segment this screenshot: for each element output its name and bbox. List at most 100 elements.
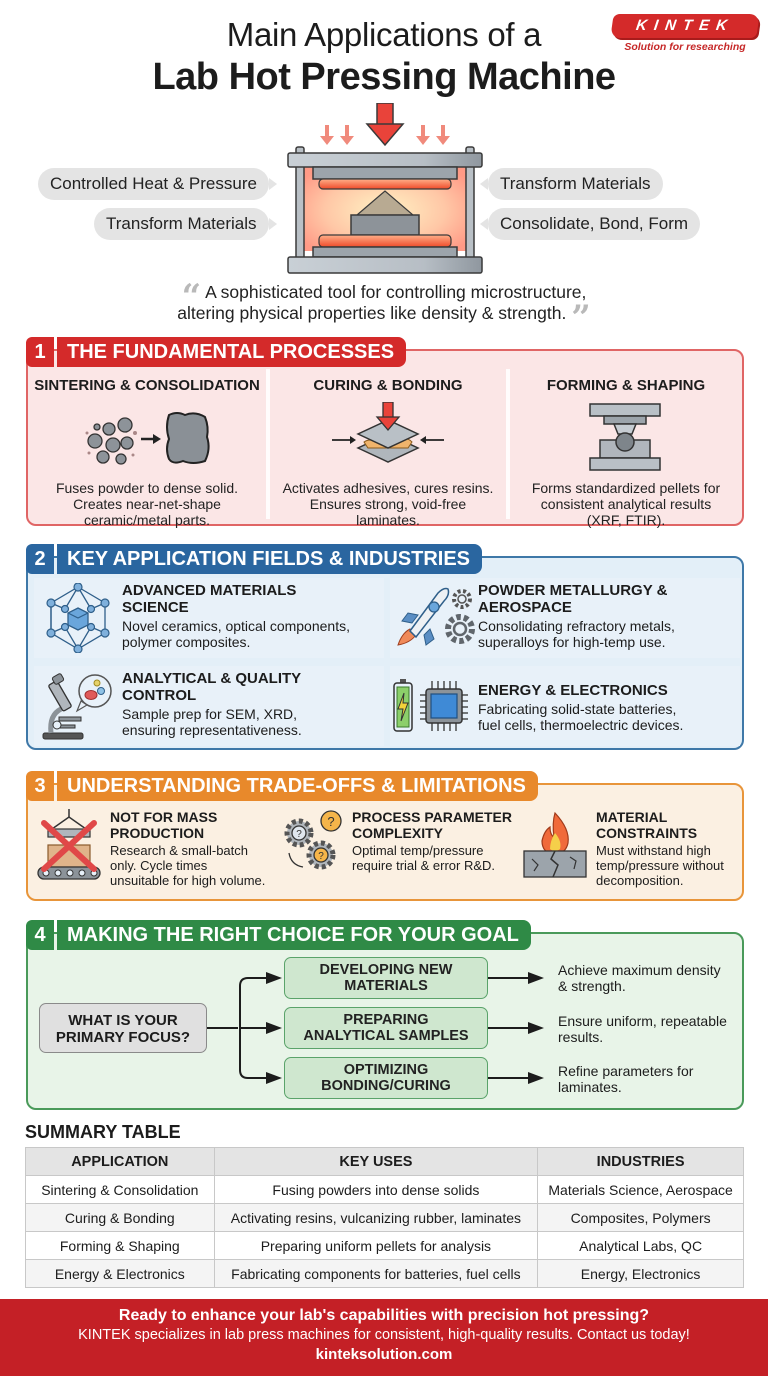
decision-flow-arrows (207, 972, 544, 1084)
section-header: 2 KEY APPLICATION FIELDS & INDUSTRIES (26, 544, 482, 576)
quote-close-icon: ” (571, 298, 591, 338)
field-title: ADVANCED MATERIALS SCIENCE (122, 582, 297, 616)
powder-to-solid-icon (28, 402, 266, 472)
field-desc: Consolidating refractory metals, superal… (478, 618, 675, 650)
table-row: Sintering & Consolidation Fusing powders… (25, 1175, 744, 1204)
limitation-text: MATERIAL CONSTRAINTS Must withstand high… (590, 809, 724, 888)
process-desc: Fuses powder to dense solid. Creates nea… (55, 480, 239, 528)
limitation-title: NOT FOR MASS PRODUCTION (110, 809, 218, 841)
table-row: Curing & Bonding Activating resins, vulc… (25, 1203, 744, 1232)
limitation-process-complexity: ? ? ? PROCESS PARAMETER COMPLEXITY Optim… (278, 809, 518, 875)
column-divider (506, 369, 510, 519)
summary-table-title: SUMMARY TABLE (25, 1122, 181, 1142)
primary-focus-question: WHAT IS YOUR PRIMARY FOCUS? (39, 1003, 207, 1053)
section-title: THE FUNDAMENTAL PROCESSES (57, 337, 407, 367)
option-developing-new-materials: DEVELOPING NEW MATERIALS (284, 957, 488, 999)
table-cell: Fabricating components for batteries, fu… (213, 1259, 539, 1288)
limitation-text: NOT FOR MASS PRODUCTION Research & small… (104, 809, 265, 888)
battery-chip-icon (390, 666, 478, 746)
field-title: ENERGY & ELECTRONICS (478, 682, 668, 699)
microscope-icon (34, 666, 122, 746)
table-cell: Energy, Electronics (537, 1259, 744, 1288)
section-header: 4 MAKING THE RIGHT CHOICE FOR YOUR GOAL (26, 920, 531, 952)
svg-text:?: ? (296, 829, 302, 840)
field-advanced-materials: ADVANCED MATERIALS SCIENCE Novel ceramic… (34, 578, 384, 658)
gears-question-icon: ? ? ? (278, 809, 348, 875)
rocket-gears-icon (390, 578, 478, 658)
cta-footer: Ready to enhance your lab's capabilities… (0, 1299, 768, 1376)
logo-tagline: Solution for researching (624, 41, 746, 53)
table-cell: Energy & Electronics (25, 1259, 215, 1288)
limitation-text: PROCESS PARAMETER COMPLEXITY Optimal tem… (348, 809, 512, 875)
website-link[interactable]: kinteksolution.com (315, 1346, 453, 1363)
section-number: 3 (26, 771, 54, 801)
column-header: INDUSTRIES (537, 1147, 744, 1176)
fire-crack-icon (520, 809, 590, 888)
svg-text:?: ? (327, 814, 334, 829)
field-desc: Sample prep for SEM, XRD, ensuring repre… (122, 706, 302, 738)
table-cell: Fusing powders into dense solids (213, 1175, 539, 1204)
field-energy-electronics: ENERGY & ELECTRONICS Fabricating solid-s… (390, 666, 740, 746)
limitation-mass-production: NOT FOR MASS PRODUCTION Research & small… (34, 809, 274, 888)
section-tradeoffs: 3 UNDERSTANDING TRADE-OFFS & LIMITATIONS… (26, 771, 744, 901)
no-conveyor-icon (34, 809, 104, 888)
summary-table: APPLICATION KEY USES INDUSTRIES Sinterin… (25, 1147, 744, 1288)
section-number: 2 (26, 544, 54, 574)
table-cell: Composites, Polymers (537, 1203, 744, 1232)
section-title: MAKING THE RIGHT CHOICE FOR YOUR GOAL (57, 920, 531, 950)
kintek-logo: KINTEK Solution for researching (610, 14, 760, 53)
process-title: CURING & BONDING (313, 377, 463, 394)
field-text: ENERGY & ELECTRONICS Fabricating solid-s… (478, 666, 683, 746)
limitation-desc: Research & small-batch only. Cycle times… (110, 843, 266, 888)
table-cell: Activating resins, vulcanizing rubber, l… (213, 1203, 539, 1232)
option-preparing-analytical-samples: PREPARING ANALYTICAL SAMPLES (284, 1007, 488, 1049)
outcome-text: Refine parameters for laminates. (558, 1063, 694, 1095)
field-powder-metallurgy: POWDER METALLURGY & AEROSPACE Consolidat… (390, 578, 740, 658)
page-title-line2: Lab Hot Pressing Machine (152, 56, 616, 98)
field-desc: Fabricating solid-state batteries, fuel … (478, 701, 684, 733)
section-title: UNDERSTANDING TRADE-OFFS & LIMITATIONS (57, 771, 538, 801)
field-text: ANALYTICAL & QUALITY CONTROL Sample prep… (122, 666, 302, 746)
limitation-desc: Must withstand high temp/pressure withou… (596, 843, 724, 888)
table-row: Forming & Shaping Preparing uniform pell… (25, 1231, 744, 1260)
section-fundamental-processes: 1 THE FUNDAMENTAL PROCESSES SINTERING & … (26, 337, 744, 528)
field-title: POWDER METALLURGY & AEROSPACE (478, 582, 668, 616)
field-text: POWDER METALLURGY & AEROSPACE Consolidat… (478, 578, 675, 658)
laminate-press-icon (270, 402, 506, 472)
limitation-desc: Optimal temp/pressure require trial & er… (352, 843, 496, 873)
hero-quote: “ A sophisticated tool for controlling m… (0, 280, 768, 335)
cta-body: KINTEK specializes in lab press machines… (78, 1327, 690, 1343)
hero-label-right-2: Consolidate, Bond, Form (479, 208, 701, 240)
quote-open-icon: “ (181, 277, 202, 317)
section-number: 4 (26, 920, 54, 950)
field-title: ANALYTICAL & QUALITY CONTROL (122, 670, 302, 704)
column-header: APPLICATION (25, 1147, 215, 1176)
table-cell: Forming & Shaping (25, 1231, 215, 1260)
field-text: ADVANCED MATERIALS SCIENCE Novel ceramic… (122, 578, 350, 658)
table-header-row: APPLICATION KEY USES INDUSTRIES (25, 1147, 744, 1176)
limitation-title: MATERIAL CONSTRAINTS (596, 809, 698, 841)
section-header: 1 THE FUNDAMENTAL PROCESSES (26, 337, 407, 369)
cta-headline: Ready to enhance your lab's capabilities… (118, 1307, 650, 1324)
field-desc: Novel ceramics, optical components, poly… (122, 618, 350, 650)
field-analytical-qc: ANALYTICAL & QUALITY CONTROL Sample prep… (34, 666, 384, 746)
table-cell: Sintering & Consolidation (25, 1175, 215, 1204)
table-cell: Analytical Labs, QC (537, 1231, 744, 1260)
hero-label-right-1: Transform Materials (480, 168, 663, 200)
option-optimizing-bonding-curing: OPTIMIZING BONDING/CURING (284, 1057, 488, 1099)
table-cell: Curing & Bonding (25, 1203, 215, 1232)
process-forming: FORMING & SHAPING Forms standardized pel… (510, 369, 742, 528)
quote-line2: altering physical properties like densit… (177, 303, 567, 323)
section-application-fields: 2 KEY APPLICATION FIELDS & INDUSTRIES (26, 544, 744, 750)
table-row: Energy & Electronics Fabricating compone… (25, 1259, 744, 1288)
table-cell: Preparing uniform pellets for analysis (213, 1231, 539, 1260)
column-divider (266, 369, 270, 519)
process-desc: Forms standardized pellets for consisten… (531, 480, 721, 528)
hero-label-left-2: Transform Materials (94, 208, 277, 240)
quote-line1: A sophisticated tool for controlling mic… (205, 282, 587, 302)
pellet-die-icon (510, 402, 742, 472)
table-cell: Materials Science, Aerospace (537, 1175, 744, 1204)
section-header: 3 UNDERSTANDING TRADE-OFFS & LIMITATIONS (26, 771, 538, 803)
process-desc: Activates adhesives, cures resins. Ensur… (282, 480, 494, 528)
hero-label-left-1: Controlled Heat & Pressure (38, 168, 277, 200)
